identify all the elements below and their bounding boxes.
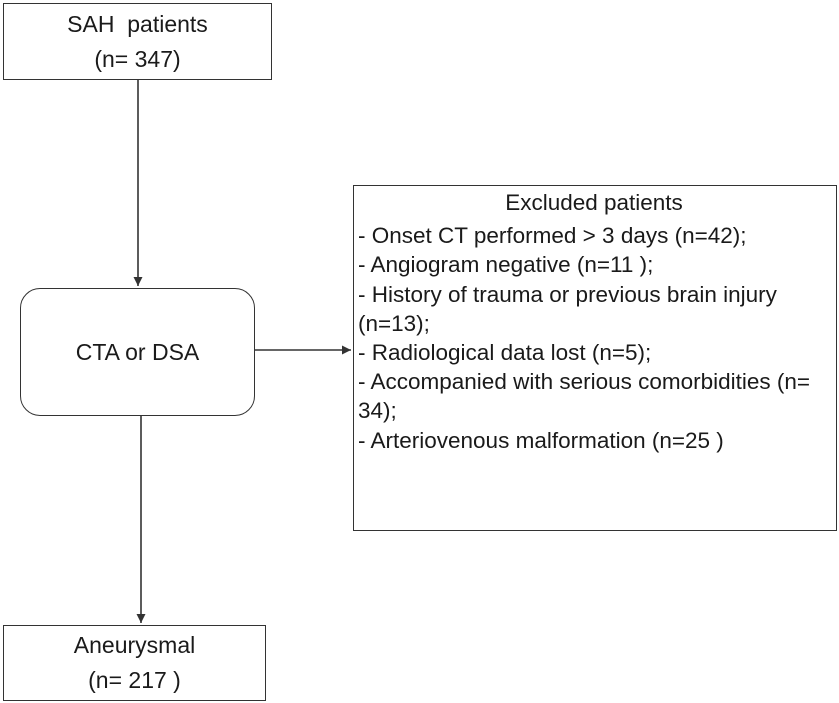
exclusion-item-trauma-history: - History of trauma or previous brain in… [358, 281, 784, 336]
cta-dsa-label: CTA or DSA [75, 338, 200, 365]
exclusion-item-avm: - Arteriovenous malformation (n=25 ) [358, 427, 724, 453]
sah-patients-box: SAH patients (n= 347) [3, 3, 272, 80]
exclusion-item-data-lost: - Radiological data lost (n=5); [358, 340, 652, 366]
excluded-patients-title: Excluded patients [505, 190, 683, 215]
exclusion-item-angiogram-negative: - Angiogram negative (n=11 ); [358, 252, 654, 278]
aneurysmal-count: (n= 217 ) [88, 667, 181, 693]
aneurysmal-label: Aneurysmal [73, 632, 196, 658]
exclusion-item-comorbidities: - Accompanied with serious comorbidities… [358, 369, 817, 424]
excluded-patients-box: Excluded patients - Onset CT performed >… [353, 185, 837, 531]
cta-dsa-box: CTA or DSA [20, 288, 255, 416]
exclusion-list: - Onset CT performed > 3 days (n=42); - … [358, 221, 836, 455]
sah-patients-count: (n= 347) [94, 45, 181, 72]
exclusion-item-onset-ct: - Onset CT performed > 3 days (n=42); [358, 223, 747, 249]
sah-patients-label: SAH patients [67, 10, 208, 37]
aneurysmal-box: Aneurysmal (n= 217 ) [3, 625, 266, 701]
